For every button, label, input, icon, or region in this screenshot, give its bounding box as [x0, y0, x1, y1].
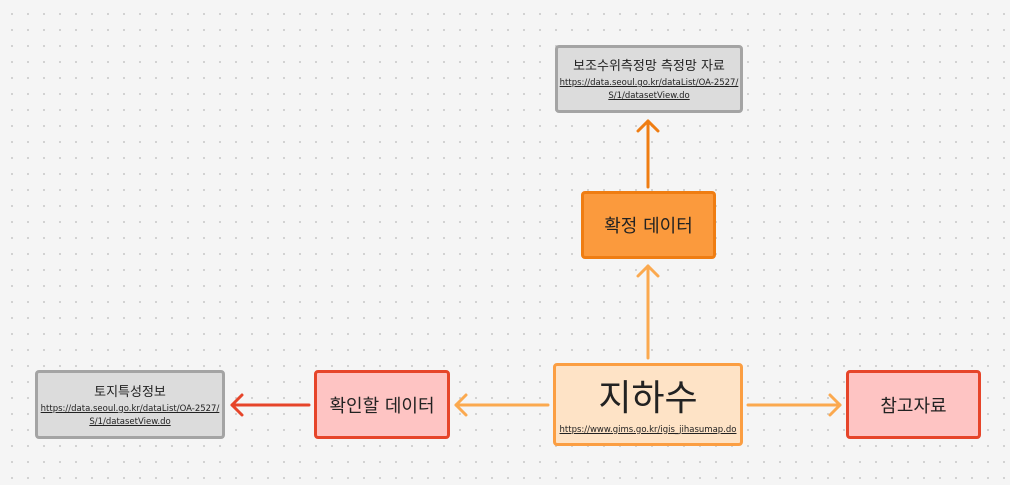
- arrow-groundwater-to-confirmed: [636, 264, 660, 360]
- arrow-groundwater-to-reference: [746, 393, 842, 417]
- reference-node[interactable]: 참고자료: [846, 370, 981, 439]
- to-check-data-title: 확인할 데이터: [329, 395, 435, 417]
- groundwater-link[interactable]: https://www.gims.go.kr/igis_jihasumap.do: [559, 424, 737, 435]
- measure-network-title: 보조수위측정망 측정망 자료: [573, 59, 725, 74]
- confirmed-data-title: 확정 데이터: [604, 216, 693, 237]
- arrow-tocheck-to-land: [230, 393, 311, 417]
- confirmed-data-node[interactable]: 확정 데이터: [581, 191, 716, 259]
- measure-network-node[interactable]: 보조수위측정망 측정망 자료 https://data.seoul.go.kr/…: [555, 45, 743, 113]
- reference-title: 참고자료: [880, 395, 947, 417]
- measure-network-link-line2[interactable]: S/1/datasetView.do: [608, 91, 690, 101]
- land-info-link-line1[interactable]: https://data.seoul.go.kr/dataList/OA-252…: [40, 403, 220, 414]
- arrow-groundwater-to-tocheck: [454, 393, 550, 417]
- to-check-data-node[interactable]: 확인할 데이터: [314, 370, 450, 439]
- arrow-confirmed-to-measure: [636, 119, 660, 189]
- land-info-link-line2[interactable]: S/1/datasetView.do: [89, 416, 171, 427]
- land-info-node[interactable]: 토지특성정보 https://data.seoul.go.kr/dataList…: [35, 370, 225, 439]
- groundwater-title: 지하수: [598, 377, 698, 419]
- groundwater-node[interactable]: 지하수 https://www.gims.go.kr/igis_jihasuma…: [553, 363, 743, 446]
- land-info-title: 토지특성정보: [94, 384, 166, 400]
- measure-network-link-line1[interactable]: https://data.seoul.go.kr/dataList/OA-252…: [559, 78, 739, 88]
